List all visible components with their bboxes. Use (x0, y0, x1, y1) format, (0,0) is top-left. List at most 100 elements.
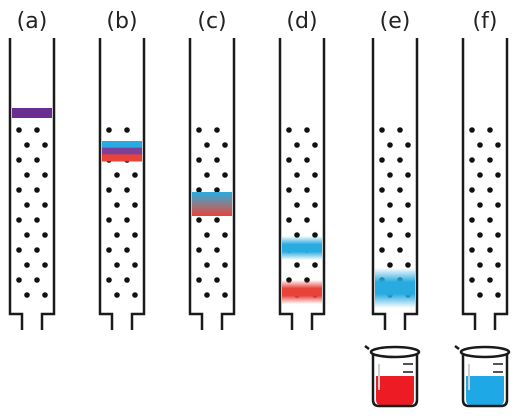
packing-dot (397, 127, 403, 133)
column-panel-b: (b) (98, 9, 146, 330)
collection-beaker (364, 345, 421, 408)
column-panel-c: (c) (188, 9, 236, 330)
packing-dot (222, 232, 228, 238)
packing-dot (286, 187, 292, 193)
packing-dot (397, 217, 403, 223)
packing-dot (204, 232, 210, 238)
beaker-rim (369, 345, 421, 359)
band-stripe (102, 141, 142, 149)
packing-dot (24, 232, 30, 238)
packing-dot (387, 142, 393, 148)
packing-dot (487, 157, 493, 163)
beaker-body (461, 354, 509, 408)
packing-dot (24, 172, 30, 178)
packing-dot (487, 247, 493, 253)
packing-dot (124, 247, 130, 253)
packing-dot (405, 232, 411, 238)
packing-dot (214, 187, 220, 193)
packing-dot (405, 142, 411, 148)
packing-dot (304, 217, 310, 223)
packing-dot (204, 172, 210, 178)
packing-dot (379, 217, 385, 223)
packing-dot (304, 127, 310, 133)
beaker-rim (459, 345, 511, 359)
packing-dot (312, 202, 318, 208)
packing-dot (132, 202, 138, 208)
packing-dot (222, 292, 228, 298)
packing-dot (222, 172, 228, 178)
packing-dot (312, 262, 318, 268)
panel-label: (a) (17, 9, 48, 34)
packing-dot (495, 292, 501, 298)
packing-dot (387, 262, 393, 268)
packing-dot (469, 277, 475, 283)
packing-dot (42, 172, 48, 178)
packing-dot (304, 187, 310, 193)
column-wall-right (40, 38, 56, 330)
packing-dot (196, 157, 202, 163)
packing-dot (477, 142, 483, 148)
packing-dot (379, 157, 385, 163)
packing-dot (222, 142, 228, 148)
packing-dot (495, 142, 501, 148)
packing-dots (16, 127, 48, 298)
column-wall-left (8, 38, 24, 330)
packing-dot (24, 292, 30, 298)
packing-dot (469, 217, 475, 223)
packing-dot (477, 232, 483, 238)
packing-dot (487, 187, 493, 193)
packing-dot (34, 157, 40, 163)
packing-dot (397, 247, 403, 253)
panel-label: (e) (380, 9, 411, 34)
packing-dot (204, 292, 210, 298)
column-panel-e: (e) (364, 9, 421, 408)
packing-dot (379, 247, 385, 253)
band-red (282, 280, 322, 304)
packing-dot (379, 187, 385, 193)
packing-dot (495, 232, 501, 238)
packing-dot (132, 232, 138, 238)
packing-dot (477, 262, 483, 268)
panel-label: (f) (473, 9, 498, 34)
packing-dot (196, 277, 202, 283)
packing-dots (196, 127, 228, 298)
packing-dot (495, 202, 501, 208)
packing-dot (214, 277, 220, 283)
packing-dot (16, 157, 22, 163)
packing-dot (196, 217, 202, 223)
packing-dot (124, 217, 130, 223)
packing-dot (16, 187, 22, 193)
packing-dot (24, 202, 30, 208)
packing-dot (196, 127, 202, 133)
collection-beaker (454, 345, 511, 408)
packing-dot (477, 172, 483, 178)
packing-dot (114, 262, 120, 268)
packing-dot (294, 262, 300, 268)
packing-dot (204, 262, 210, 268)
packing-dot (42, 202, 48, 208)
packing-dot (132, 292, 138, 298)
column-wall-right (493, 38, 509, 330)
packing-dot (106, 217, 112, 223)
packing-dot (294, 172, 300, 178)
packing-dot (495, 172, 501, 178)
packing-dot (477, 292, 483, 298)
column-wall-right (403, 38, 419, 330)
packing-dot (34, 127, 40, 133)
packing-dot (487, 277, 493, 283)
packing-dot (469, 127, 475, 133)
column-wall-left (278, 38, 294, 330)
packing-dot (214, 157, 220, 163)
packing-dot (16, 217, 22, 223)
packing-dot (214, 247, 220, 253)
packing-dot (16, 127, 22, 133)
column-panel-d: (d) (278, 9, 326, 330)
packing-dot (196, 187, 202, 193)
packing-dot (387, 232, 393, 238)
band-stripe (102, 154, 142, 162)
packing-dot (405, 172, 411, 178)
packing-dot (196, 247, 202, 253)
band-blue (282, 236, 322, 260)
column-wall-right (310, 38, 326, 330)
packing-dot (34, 247, 40, 253)
